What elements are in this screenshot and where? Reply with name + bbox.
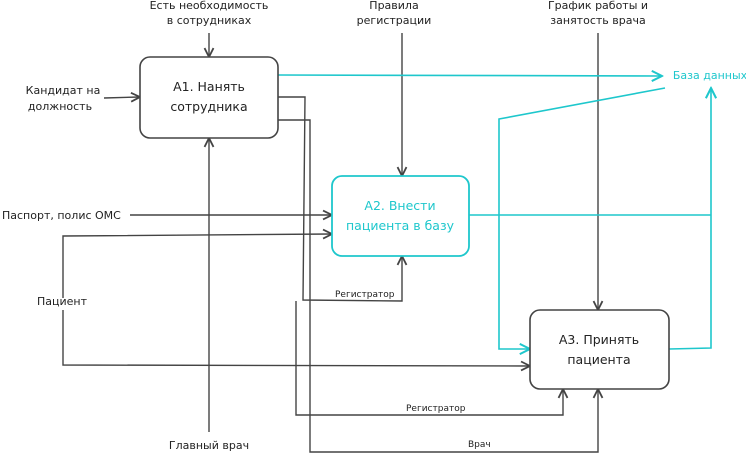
- block-a2[interactable]: А2. Внести пациента в базу: [331, 175, 470, 257]
- label-patient: Пациент: [37, 295, 88, 308]
- label-rules-line2: регистрации: [357, 14, 432, 27]
- arrow-patient-to-a2: [62, 234, 332, 298]
- arrow-registrar-to-a3: [295, 301, 563, 416]
- block-a3-title-line1: А3. Принять: [559, 332, 639, 347]
- label-need-line1: Есть необходимость: [150, 0, 269, 12]
- label-schedule-line1: График работы и: [548, 0, 648, 12]
- block-a2-title-line2: пациента в базу: [346, 218, 455, 233]
- block-a3-title-line2: пациента: [567, 352, 630, 367]
- label-database: База данных: [673, 69, 746, 82]
- label-candidate-line1: Кандидат на: [26, 84, 101, 97]
- block-a3[interactable]: А3. Принять пациента: [529, 309, 670, 390]
- label-doctor: Врач: [468, 440, 491, 450]
- block-a1[interactable]: А1. Нанять сотрудника: [139, 56, 279, 139]
- block-a2-title-line1: А2. Внести: [364, 198, 435, 213]
- label-candidate-line2: должность: [28, 100, 92, 113]
- label-need-line2: в сотрудниках: [167, 14, 252, 27]
- label-registrar-a3: Регистратор: [406, 404, 466, 414]
- arrow-database-to-a3: [498, 87, 666, 349]
- label-rules-line1: Правила: [369, 0, 418, 12]
- block-a1-title-line1: А1. Нанять: [173, 79, 245, 94]
- arrow-candidate-to-a1: [103, 97, 140, 98]
- arrow-a3-to-database: [668, 88, 711, 350]
- label-registrar-a2: Регистратор: [335, 290, 395, 300]
- label-schedule-line2: занятость врача: [550, 14, 645, 27]
- arrow-registrar-to-a2: [278, 96, 402, 302]
- arrow-patient-to-a3: [62, 310, 530, 366]
- label-chief-doctor: Главный врач: [169, 439, 249, 452]
- block-a1-title-line2: сотрудника: [170, 99, 247, 114]
- arrow-doctor-to-a3: [278, 119, 598, 453]
- arrow-a1-to-database: [277, 75, 662, 76]
- label-passport: Паспорт, полис ОМС: [2, 209, 121, 222]
